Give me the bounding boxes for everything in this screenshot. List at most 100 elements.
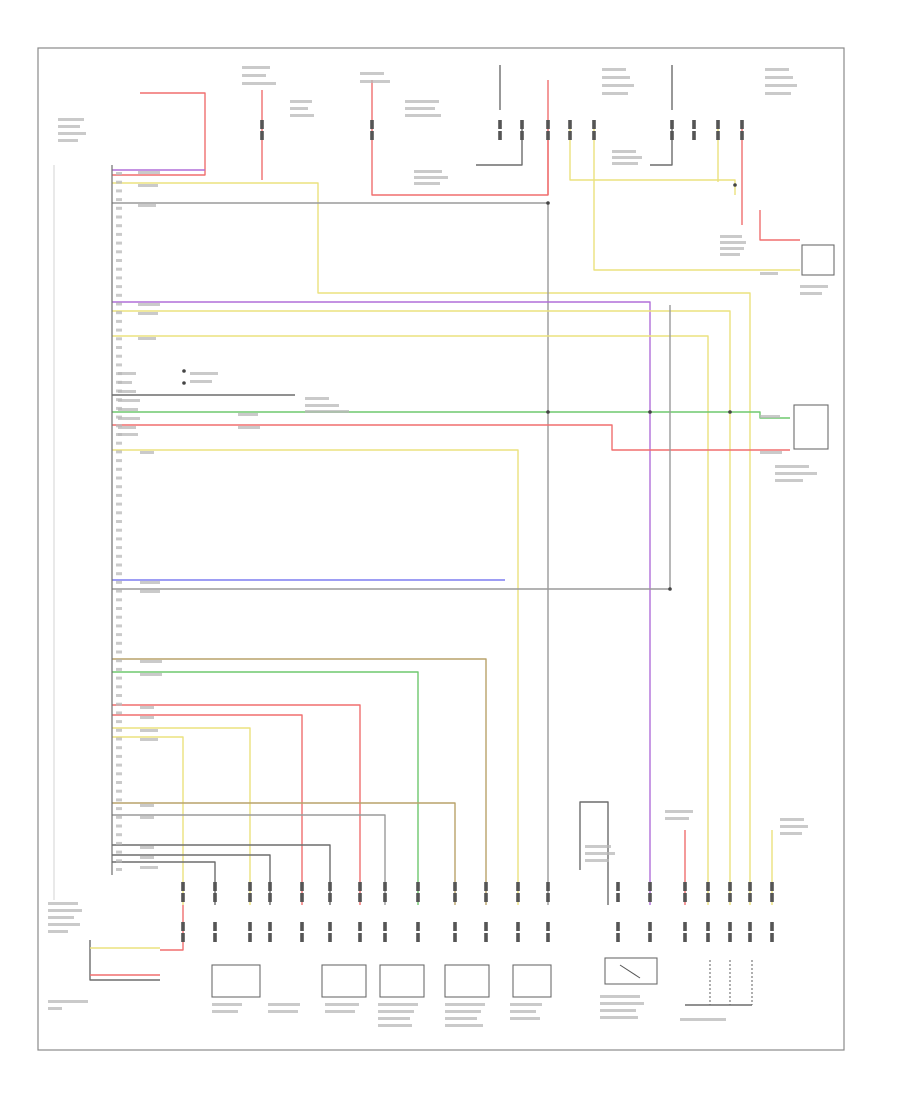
illegible-label: [58, 125, 80, 128]
wire-code-label: [760, 415, 780, 418]
connector-pair-bottom: [546, 893, 550, 902]
illegible-label: [600, 1016, 638, 1019]
connector-pair-top: [546, 120, 550, 129]
connector-pair-bottom: [706, 933, 710, 942]
wire-code-label: [140, 804, 154, 807]
connector-pair-top: [453, 882, 457, 891]
connector-pair-bottom: [740, 131, 744, 140]
wire-code-label: [118, 381, 132, 384]
connector-pair-top: [328, 922, 332, 931]
connector-pair-top: [748, 882, 752, 891]
connector-pair-top: [213, 922, 217, 931]
connector-pair-bottom: [358, 893, 362, 902]
pin-number-label: [116, 198, 122, 202]
junction-dot: [546, 410, 550, 414]
pin-number-label: [116, 224, 122, 228]
pin-number-label: [116, 337, 122, 341]
pin-number-label: [116, 319, 122, 323]
connector-pair-top: [300, 922, 304, 931]
junction-dot: [733, 183, 737, 187]
pin-number-label: [116, 354, 122, 358]
illegible-label: [290, 107, 308, 110]
connector-pair-top: [383, 922, 387, 931]
connector-pair-top: [484, 882, 488, 891]
illegible-label: [765, 84, 797, 87]
wire-code-label: [138, 337, 156, 340]
wire-yellow-2: [112, 310, 731, 905]
pin-number-label: [116, 285, 122, 289]
connector-pair-top: [358, 922, 362, 931]
pin-number-label: [116, 589, 122, 593]
wire-red-3: [112, 704, 361, 905]
pin-number-label: [116, 650, 122, 654]
connector-pair-bottom: [484, 893, 488, 902]
pin-number-label: [116, 807, 122, 811]
connector-pair-bottom: [648, 933, 652, 942]
pin-number-label: [116, 754, 122, 758]
pin-number-label: [116, 172, 122, 175]
connector-pair-bottom: [328, 933, 332, 942]
wire-gray-2: [112, 305, 671, 590]
illegible-label: [720, 235, 742, 238]
junction-dot: [728, 410, 732, 414]
illegible-label: [780, 818, 804, 821]
connector-pair-bottom: [181, 893, 185, 902]
connector-pair-top: [592, 120, 596, 129]
illegible-label: [190, 380, 212, 383]
pin-number-label: [116, 746, 122, 750]
illegible-label: [602, 84, 634, 87]
illegible-label: [378, 1003, 418, 1006]
illegible-label: [510, 1003, 542, 1006]
wire-yellow-top-2: [593, 120, 800, 271]
wire-yellow-5: [112, 727, 251, 905]
illegible-label: [445, 1010, 481, 1013]
wire-code-label: [138, 184, 158, 187]
connector-pair-bottom: [248, 893, 252, 902]
wire-yellow-long-1: [112, 182, 751, 905]
illegible-label: [602, 68, 626, 71]
pin-number-label: [116, 328, 122, 332]
connector-pair-bottom: [520, 131, 524, 140]
illegible-label: [325, 1003, 359, 1006]
illegible-label: [48, 923, 80, 926]
connector-pair-top: [213, 882, 217, 891]
wire-code-label: [140, 856, 154, 859]
junction-dot: [668, 587, 672, 591]
connector-pair-top: [370, 120, 374, 129]
illegible-label: [612, 162, 638, 165]
connector-pair-top: [268, 882, 272, 891]
illegible-label: [775, 479, 803, 482]
pin-number-label: [116, 363, 122, 367]
wire-yellow-4: [112, 449, 519, 905]
illegible-label: [775, 465, 809, 468]
connector-pair-top: [670, 120, 674, 129]
illegible-label: [585, 859, 609, 862]
connector-pair-top: [706, 882, 710, 891]
illegible-label: [510, 1017, 540, 1020]
wire-code-label: [140, 706, 154, 709]
pin-number-label: [116, 441, 122, 445]
illegible-label: [242, 66, 270, 69]
connector-pair-bottom: [716, 131, 720, 140]
illegible-label: [58, 139, 78, 142]
pin-number-label: [116, 520, 122, 523]
connector-pair-bottom: [300, 893, 304, 902]
connector-pair-bottom: [770, 893, 774, 902]
connector-pair-bottom: [770, 933, 774, 942]
illegible-label: [765, 92, 791, 95]
wire-code-label: [118, 408, 138, 411]
wire-code-label: [238, 426, 260, 429]
pin-number-label: [116, 546, 122, 550]
connector-pair-top: [692, 120, 696, 129]
connector-pair-top: [248, 882, 252, 891]
connector-pair-bottom: [453, 933, 457, 942]
wire-gray-3: [112, 814, 386, 905]
connector-pair-bottom: [683, 893, 687, 902]
wire-code-label: [140, 816, 154, 819]
connector-pair-bottom: [748, 893, 752, 902]
connector-pair-bottom: [748, 933, 752, 942]
connector-pair-bottom: [546, 131, 550, 140]
connector-pair-top: [484, 922, 488, 931]
pin-number-label: [116, 868, 122, 871]
connector-pair-bottom: [728, 893, 732, 902]
